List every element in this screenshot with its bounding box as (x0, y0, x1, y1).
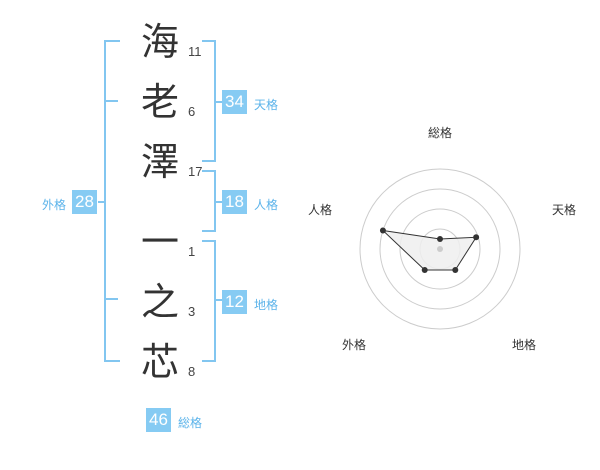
name-char-4: 一 (140, 220, 179, 264)
radar-center-point (437, 246, 443, 252)
chikaku-bracket-connector (214, 299, 222, 301)
radar-point-5 (379, 227, 386, 234)
name-char-2: 老 (140, 80, 179, 124)
chikaku-bracket (202, 240, 216, 362)
name-char-5: 之 (140, 280, 179, 324)
stroke-count-5: 3 (188, 304, 196, 319)
stroke-count-3: 17 (188, 164, 203, 179)
radar-ring (379, 188, 501, 310)
gaikaku-label: 外格 (42, 198, 67, 212)
radar-axis-label-gaikaku: 外格 (342, 338, 367, 352)
tenkaku-value-badge: 34 (222, 90, 247, 114)
radar-point-2 (473, 234, 480, 241)
radar-axis-label-jinkaku: 人格 (308, 203, 333, 217)
radar-axis-label-tenkaku: 天格 (552, 203, 577, 217)
radar-value-polygon (381, 229, 478, 271)
gaikaku-bracket-tick (104, 298, 118, 300)
stroke-count-2: 6 (188, 104, 196, 119)
tenkaku-bracket-connector (214, 101, 222, 103)
tenkaku-label: 天格 (254, 98, 279, 112)
gaikaku-bracket-connector (98, 201, 106, 203)
jinkaku-label: 人格 (254, 198, 279, 212)
chikaku-value-badge: 12 (222, 290, 247, 314)
radar-ring (399, 208, 481, 290)
radar-point-1 (437, 236, 443, 242)
jinkaku-value-badge: 18 (222, 190, 247, 214)
name-char-3: 澤 (140, 140, 179, 184)
name-char-6: 芯 (140, 340, 179, 384)
soukaku-value-badge: 46 (146, 408, 171, 432)
radar-point-4 (421, 267, 428, 274)
stroke-count-6: 8 (188, 364, 196, 379)
radar-ring (359, 168, 521, 330)
chikaku-label: 地格 (254, 298, 279, 312)
jinkaku-bracket-connector (214, 201, 222, 203)
name-char-1: 海 (140, 20, 179, 64)
gaikaku-value-badge: 28 (72, 190, 97, 214)
stroke-count-1: 11 (188, 44, 202, 59)
soukaku-label: 総格 (178, 416, 203, 430)
radar-axis-label-soukaku: 総格 (428, 126, 453, 140)
gaikaku-bracket-tick (104, 100, 118, 102)
stroke-count-4: 1 (188, 244, 196, 259)
radar-point-3 (452, 267, 459, 274)
radar-axis-label-chikaku: 地格 (512, 338, 537, 352)
